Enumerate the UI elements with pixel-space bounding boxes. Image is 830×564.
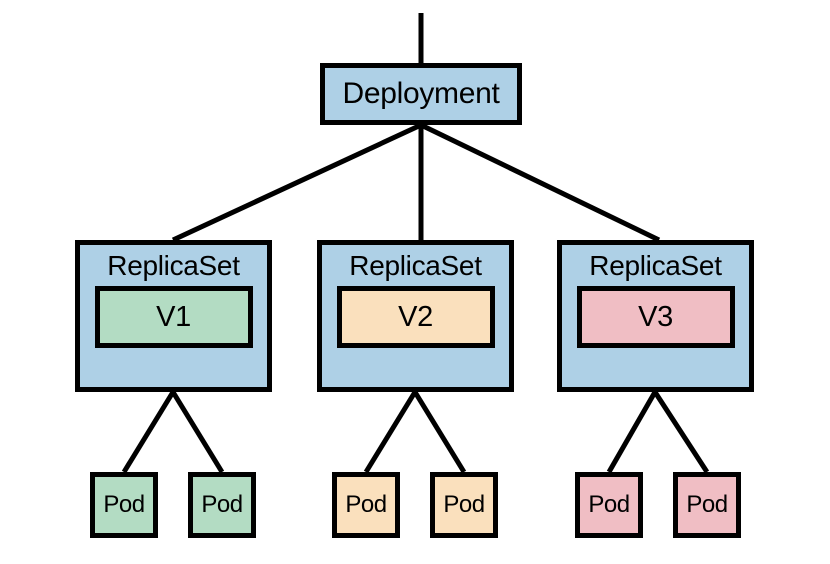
version-label: V2 — [398, 300, 433, 333]
replicaset-label: ReplicaSet — [349, 250, 482, 281]
pod-node-2-1[interactable]: Pod — [332, 472, 400, 538]
edge-deployment-to-replicaset-1 — [171, 122, 423, 243]
pod-node-1-1[interactable]: Pod — [90, 472, 158, 538]
edge-deployment-to-replicaset-3 — [419, 122, 661, 243]
version-label: V3 — [638, 300, 673, 333]
replicaset-label: ReplicaSet — [589, 250, 722, 281]
replicaset-label: ReplicaSet — [107, 250, 240, 281]
deployment-node[interactable]: Deployment — [320, 63, 522, 125]
replicaset-node-2[interactable]: ReplicaSet V2 — [317, 240, 514, 392]
pod-node-1-2[interactable]: Pod — [188, 472, 256, 538]
edge-replicaset-2-to-pod-1 — [363, 390, 418, 474]
pod-label: Pod — [103, 491, 145, 518]
pod-label: Pod — [345, 491, 387, 518]
pod-node-3-2[interactable]: Pod — [673, 472, 741, 538]
edge-replicaset-1-to-pod-1 — [121, 390, 176, 474]
edge-replicaset-3-to-pod-1 — [606, 390, 658, 474]
pod-label: Pod — [443, 491, 485, 518]
pod-label: Pod — [201, 491, 243, 518]
pod-node-3-1[interactable]: Pod — [575, 472, 643, 538]
pod-label: Pod — [588, 491, 630, 518]
replicaset-node-3[interactable]: ReplicaSet V3 — [557, 240, 754, 392]
edge-replicaset-3-to-pod-2 — [652, 390, 710, 474]
replicaset-node-1[interactable]: ReplicaSet V1 — [75, 240, 272, 392]
edge-replicaset-1-to-pod-2 — [170, 390, 225, 474]
version-box-v3[interactable]: V3 — [576, 286, 735, 349]
pod-node-2-2[interactable]: Pod — [430, 472, 498, 538]
pod-label: Pod — [686, 491, 728, 518]
deployment-label: Deployment — [342, 77, 500, 110]
version-label: V1 — [156, 300, 191, 333]
version-box-v2[interactable]: V2 — [336, 286, 495, 349]
edge-replicaset-2-to-pod-2 — [412, 390, 467, 474]
version-box-v1[interactable]: V1 — [94, 286, 253, 349]
